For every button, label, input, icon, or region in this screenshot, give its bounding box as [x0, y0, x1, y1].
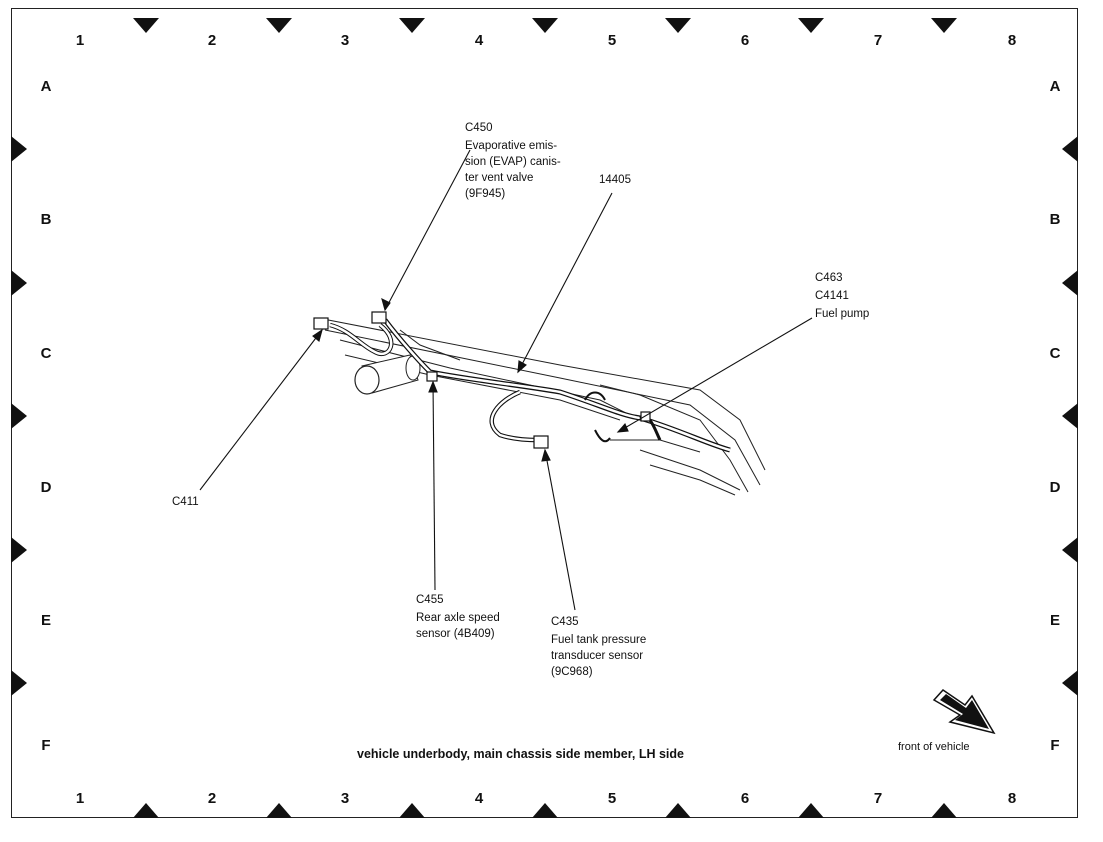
grid-column-5-bottom: 5 [607, 790, 617, 807]
grid-column-2-top: 2 [207, 32, 217, 49]
grid-column-6-bottom: 6 [740, 790, 750, 807]
front-of-vehicle-arrow-icon [932, 689, 996, 735]
label-harness-14405: 14405 [599, 174, 631, 186]
connector-c450 [371, 311, 387, 324]
grid-column-3-bottom: 3 [340, 790, 350, 807]
grid-row-b-left: B [40, 211, 52, 228]
grid-row-f-left: F [41, 737, 51, 754]
connector-c455 [426, 371, 438, 382]
label-c455-connector: C455 [416, 594, 444, 606]
canister-cylinder [354, 354, 421, 395]
chassis-side-member [317, 317, 766, 496]
label-c4141-connector: C4141 [815, 290, 849, 302]
connector-c411 [313, 317, 329, 330]
wiring-harness [329, 318, 731, 453]
grid-row-a-right: A [1049, 78, 1061, 95]
grid-row-b-right: B [1049, 211, 1061, 228]
grid-column-4-bottom: 4 [474, 790, 484, 807]
label-c450-description: Evaporative emis- sion (EVAP) canis- ter… [465, 140, 561, 200]
grid-row-a-left: A [40, 78, 52, 95]
connector-c463 [640, 411, 651, 422]
grid-column-5-top: 5 [607, 32, 617, 49]
grid-column-3-top: 3 [340, 32, 350, 49]
grid-row-f-right: F [1050, 737, 1060, 754]
grid-row-d-left: D [40, 479, 52, 496]
grid-column-6-top: 6 [740, 32, 750, 49]
label-c411: C411 [172, 496, 199, 508]
label-c435-connector: C435 [551, 616, 579, 628]
label-c450-connector: C450 [465, 122, 493, 134]
connectors [313, 311, 651, 449]
label-c455-description: Rear axle speed sensor (4B409) [416, 612, 500, 640]
grid-column-1-bottom: 1 [75, 790, 85, 807]
grid-row-e-left: E [40, 612, 51, 629]
connector-c435 [533, 435, 549, 449]
leader-lines [199, 149, 813, 611]
label-fuel-pump: Fuel pump [815, 308, 870, 320]
grid-markers [11, 18, 1078, 818]
grid-column-8-bottom: 8 [1007, 790, 1017, 807]
grid-column-1-top: 1 [75, 32, 85, 49]
grid-row-c-left: C [40, 345, 52, 362]
front-of-vehicle-label: front of vehicle [898, 741, 970, 753]
grid-row-c-right: C [1049, 345, 1061, 362]
grid-row-e-right: E [1049, 612, 1060, 629]
grid-column-2-bottom: 2 [207, 790, 217, 807]
diagram-caption: vehicle underbody, main chassis side mem… [357, 747, 684, 761]
grid-column-7-bottom: 7 [873, 790, 883, 807]
grid-column-8-top: 8 [1007, 32, 1017, 49]
grid-row-d-right: D [1049, 479, 1061, 496]
grid-column-4-top: 4 [474, 32, 484, 49]
label-c435-description: Fuel tank pressure transducer sensor (9C… [551, 634, 647, 678]
label-c463-connector: C463 [815, 272, 843, 284]
grid-column-7-top: 7 [873, 32, 883, 49]
